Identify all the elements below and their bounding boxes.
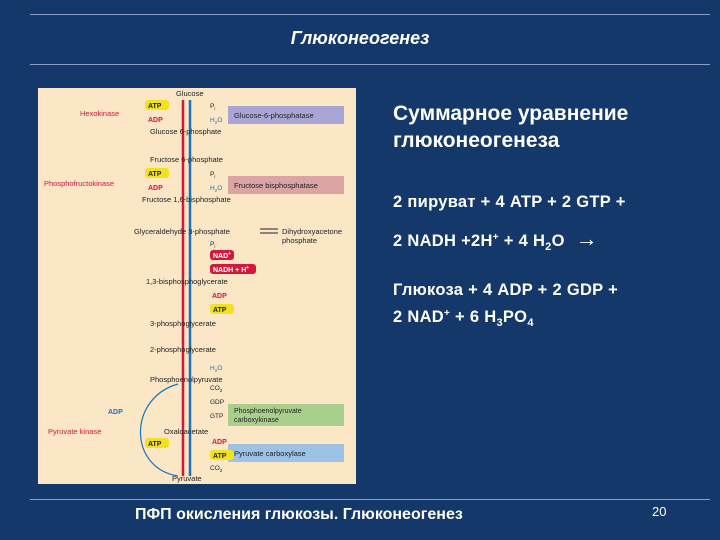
enzyme-pfk: Phosphofructokinase — [44, 179, 114, 188]
metabolite-pyruvate: Pyruvate — [172, 474, 202, 483]
adp-hexokinase: ADP — [148, 117, 163, 124]
h2o-g6pase: H2O — [210, 117, 222, 125]
metabolite-f16bp: Fructose 1,6-bisphosphate — [142, 195, 231, 204]
pi-hexokinase: Pi — [210, 103, 215, 111]
pepck-box — [228, 404, 344, 426]
page-number: 20 — [652, 504, 667, 519]
title-rule — [30, 64, 710, 65]
fbpase-label: Fructose bisphosphatase — [234, 181, 318, 190]
gdp-pepck: GDP — [210, 399, 224, 406]
co2-pc: CO2 — [210, 465, 223, 473]
metabolite-g6p: Glucose 6-phosphate — [150, 127, 221, 136]
gtp-pepck: GTP — [210, 413, 223, 420]
pc-label: Pyruvate carboxylase — [234, 449, 306, 458]
g6pase-label: Glucose-6-phosphatase — [234, 111, 314, 120]
metabolite-3pg: 3-phosphoglycerate — [150, 319, 216, 328]
metabolite-dhap-1: Dihydroxyacetone — [282, 227, 342, 236]
atp-pfk: ATP — [148, 171, 162, 178]
adp-pyruvate-kinase: ADP — [108, 409, 123, 416]
adp-pc: ADP — [212, 439, 227, 446]
atp-hexokinase: ATP — [148, 103, 162, 110]
top-rule — [30, 14, 710, 15]
summary-heading-line-2: глюконеогенеза — [393, 129, 560, 152]
metabolite-dhap-2: phosphate — [282, 236, 317, 245]
atp-bpg: ATP — [213, 307, 227, 314]
pi-fbpase: Pi — [210, 171, 215, 179]
nadh-box: NADH + H+ — [213, 265, 249, 274]
equation-line-2: 2 NADH +2H+ + 4 H2O → — [393, 226, 598, 254]
atp-pyruvate-kinase: ATP — [148, 441, 162, 448]
metabolite-glucose: Glucose — [176, 89, 204, 98]
summary-heading: Суммарное уравнение глюконеогенеза — [393, 100, 713, 154]
pi-gap: Pi — [210, 241, 215, 249]
reaction-arrow: → — [575, 226, 598, 251]
nad-box: NAD+ — [213, 251, 231, 260]
atp-pc: ATP — [213, 453, 227, 460]
gluconeogenesis-pathway-figure: Glucose-6-phosphatase Fructose bisphosph… — [38, 88, 356, 484]
pc-box — [228, 444, 344, 462]
metabolite-bpg: 1,3-bisphosphoglycerate — [146, 277, 228, 286]
metabolite-gap: Glyceraldehyde 3-phosphate — [134, 227, 230, 236]
adp-pfk: ADP — [148, 185, 163, 192]
pepck-label-2: carboxykinase — [234, 417, 279, 424]
metabolite-pep: Phosphoenolpyruvate — [150, 375, 223, 384]
enzyme-pyruvate-kinase: Pyruvate kinase — [48, 427, 101, 436]
slide-title: Глюконеогенез — [290, 28, 430, 48]
co2-pepck: CO2 — [210, 385, 223, 393]
h2o-enolase: H2O — [210, 365, 222, 373]
adp-bpg: ADP — [212, 293, 227, 300]
g6pase-box — [228, 106, 344, 124]
pyruvate-kinase-arrow — [139, 383, 179, 477]
metabolite-2pg: 2-phosphoglycerate — [150, 345, 216, 354]
footer-rule — [30, 499, 710, 500]
equation-line-4: 2 NAD+ + 6 H3PO4 — [393, 308, 534, 329]
equation-line-1: 2 пируват + 4 ATP + 2 GTP + — [393, 193, 626, 211]
pepck-label-1: Phosphoenolpyruvate — [234, 408, 302, 415]
fbpase-box — [228, 176, 344, 194]
enzyme-hexokinase: Hexokinase — [80, 109, 119, 118]
summary-heading-line-1: Суммарное уравнение — [393, 102, 629, 125]
h2o-fbpase: H2O — [210, 185, 222, 193]
footer-text: ПФП окисления глюкозы. Глюконеогенез — [135, 506, 463, 523]
metabolite-f6p: Fructose 6-phosphate — [150, 155, 223, 164]
equation-line-3: Глюкоза + 4 ADP + 2 GDP + — [393, 281, 619, 299]
metabolite-oaa: Oxaloacetate — [164, 427, 208, 436]
